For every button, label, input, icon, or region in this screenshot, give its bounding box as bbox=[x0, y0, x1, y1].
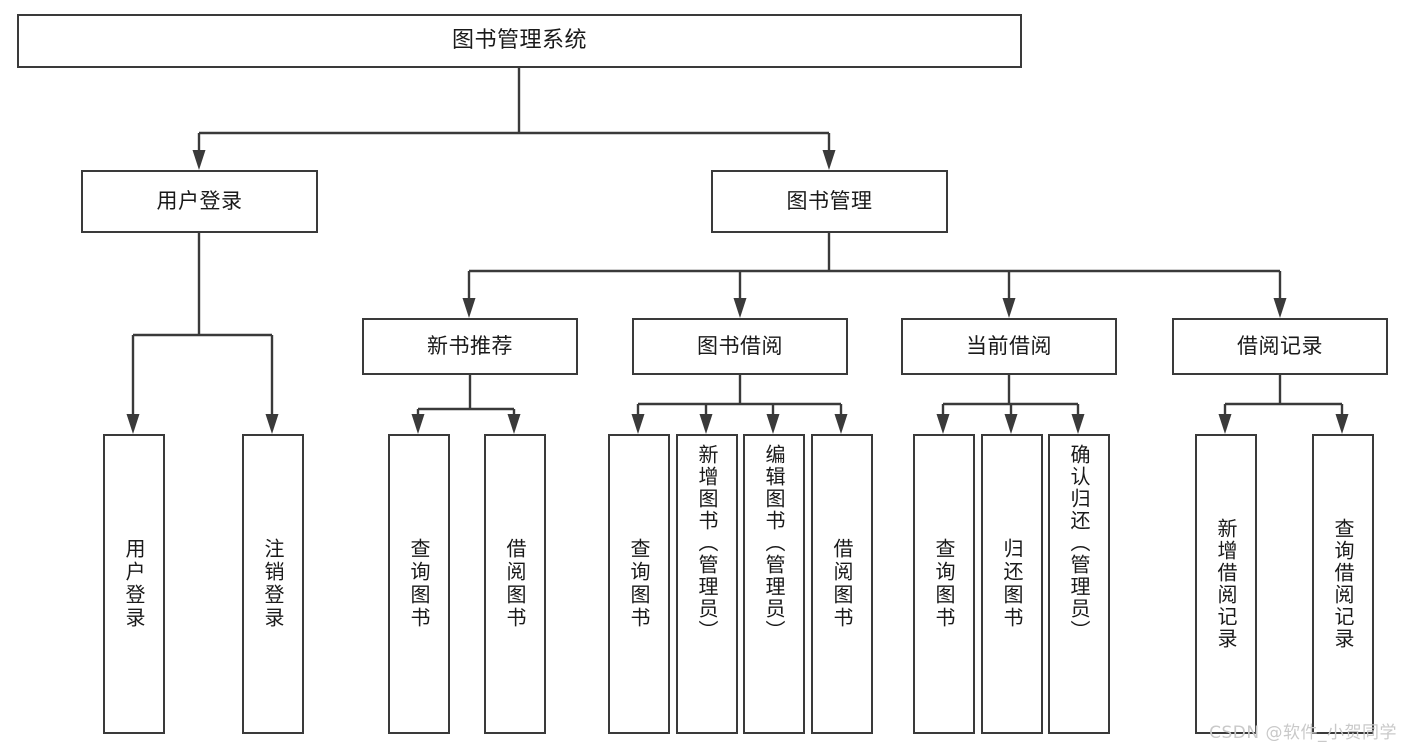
node-current-borrow-label: 当前借阅 bbox=[966, 334, 1052, 359]
node-leaf-add-record-label: 新增借阅记录 bbox=[1214, 518, 1238, 650]
node-new-book-recommend[interactable]: 新书推荐 bbox=[362, 318, 578, 375]
node-leaf-query-book-2-label: 查询图书 bbox=[627, 538, 651, 630]
arrow-leaf-user-logout-head bbox=[265, 414, 279, 434]
node-leaf-edit-book[interactable]: 编辑图书（管理员） bbox=[743, 434, 805, 734]
arrow-book-manage-head bbox=[822, 150, 836, 170]
node-current-borrow[interactable]: 当前借阅 bbox=[901, 318, 1117, 375]
node-book-manage[interactable]: 图书管理 bbox=[711, 170, 948, 233]
node-leaf-add-record[interactable]: 新增借阅记录 bbox=[1195, 434, 1257, 734]
arrow-leaf-add-record-head bbox=[1218, 414, 1232, 434]
node-leaf-query-record-label: 查询借阅记录 bbox=[1331, 518, 1355, 650]
node-leaf-borrow-book-1[interactable]: 借阅图书 bbox=[484, 434, 546, 734]
node-new-book-recommend-label: 新书推荐 bbox=[427, 334, 513, 359]
node-user-login-label: 用户登录 bbox=[156, 189, 243, 214]
arrow-user-login-head bbox=[192, 150, 206, 170]
node-book-manage-label: 图书管理 bbox=[786, 189, 873, 214]
node-leaf-edit-book-label: 编辑图书（管理员） bbox=[762, 444, 786, 642]
node-book-borrow[interactable]: 图书借阅 bbox=[632, 318, 848, 375]
node-leaf-return-book[interactable]: 归还图书 bbox=[981, 434, 1043, 734]
arrow-leaf-add-book-head bbox=[699, 414, 713, 434]
arrow-leaf-query-book-3-head bbox=[936, 414, 950, 434]
arrow-leaf-query-book-2-head bbox=[631, 414, 645, 434]
node-leaf-add-book-label: 新增图书（管理员） bbox=[695, 444, 719, 642]
node-leaf-user-login[interactable]: 用户登录 bbox=[103, 434, 165, 734]
node-leaf-query-book-3-label: 查询图书 bbox=[932, 538, 956, 630]
node-leaf-query-book-1[interactable]: 查询图书 bbox=[388, 434, 450, 734]
arrow-leaf-query-book-1-head bbox=[411, 414, 425, 434]
watermark: CSDN @软件_小贺同学 bbox=[1209, 723, 1397, 743]
arrow-borrow-record-head bbox=[1273, 298, 1287, 318]
node-leaf-borrow-book-2-label: 借阅图书 bbox=[830, 538, 854, 630]
arrow-leaf-borrow-book-2-head bbox=[834, 414, 848, 434]
node-leaf-confirm-return-label: 确认归还（管理员） bbox=[1067, 444, 1091, 642]
node-leaf-query-book-1-label: 查询图书 bbox=[407, 538, 431, 630]
arrow-current-borrow-head bbox=[1002, 298, 1016, 318]
node-borrow-record[interactable]: 借阅记录 bbox=[1172, 318, 1388, 375]
arrow-leaf-edit-book-head bbox=[766, 414, 780, 434]
arrow-leaf-borrow-book-1-head bbox=[507, 414, 521, 434]
node-borrow-record-label: 借阅记录 bbox=[1237, 334, 1323, 359]
node-leaf-borrow-book-2[interactable]: 借阅图书 bbox=[811, 434, 873, 734]
node-leaf-user-logout-label: 注销登录 bbox=[261, 538, 285, 630]
node-root-system[interactable]: 图书管理系统 bbox=[17, 14, 1022, 68]
arrow-new-book-recommend-head bbox=[462, 298, 476, 318]
node-leaf-return-book-label: 归还图书 bbox=[1000, 538, 1024, 630]
arrow-book-borrow-head bbox=[733, 298, 747, 318]
node-root-system-label: 图书管理系统 bbox=[451, 28, 587, 54]
arrow-leaf-confirm-return-head bbox=[1071, 414, 1085, 434]
arrow-leaf-user-login-head bbox=[126, 414, 140, 434]
node-leaf-confirm-return[interactable]: 确认归还（管理员） bbox=[1048, 434, 1110, 734]
node-leaf-user-logout[interactable]: 注销登录 bbox=[242, 434, 304, 734]
node-leaf-user-login-label: 用户登录 bbox=[122, 538, 146, 630]
node-leaf-borrow-book-1-label: 借阅图书 bbox=[503, 538, 527, 630]
arrow-leaf-query-record-head bbox=[1335, 414, 1349, 434]
node-leaf-query-book-2[interactable]: 查询图书 bbox=[608, 434, 670, 734]
node-leaf-query-record[interactable]: 查询借阅记录 bbox=[1312, 434, 1374, 734]
node-leaf-query-book-3[interactable]: 查询图书 bbox=[913, 434, 975, 734]
node-book-borrow-label: 图书借阅 bbox=[697, 334, 783, 359]
arrow-leaf-return-book-head bbox=[1004, 414, 1018, 434]
node-leaf-add-book[interactable]: 新增图书（管理员） bbox=[676, 434, 738, 734]
node-user-login[interactable]: 用户登录 bbox=[81, 170, 318, 233]
